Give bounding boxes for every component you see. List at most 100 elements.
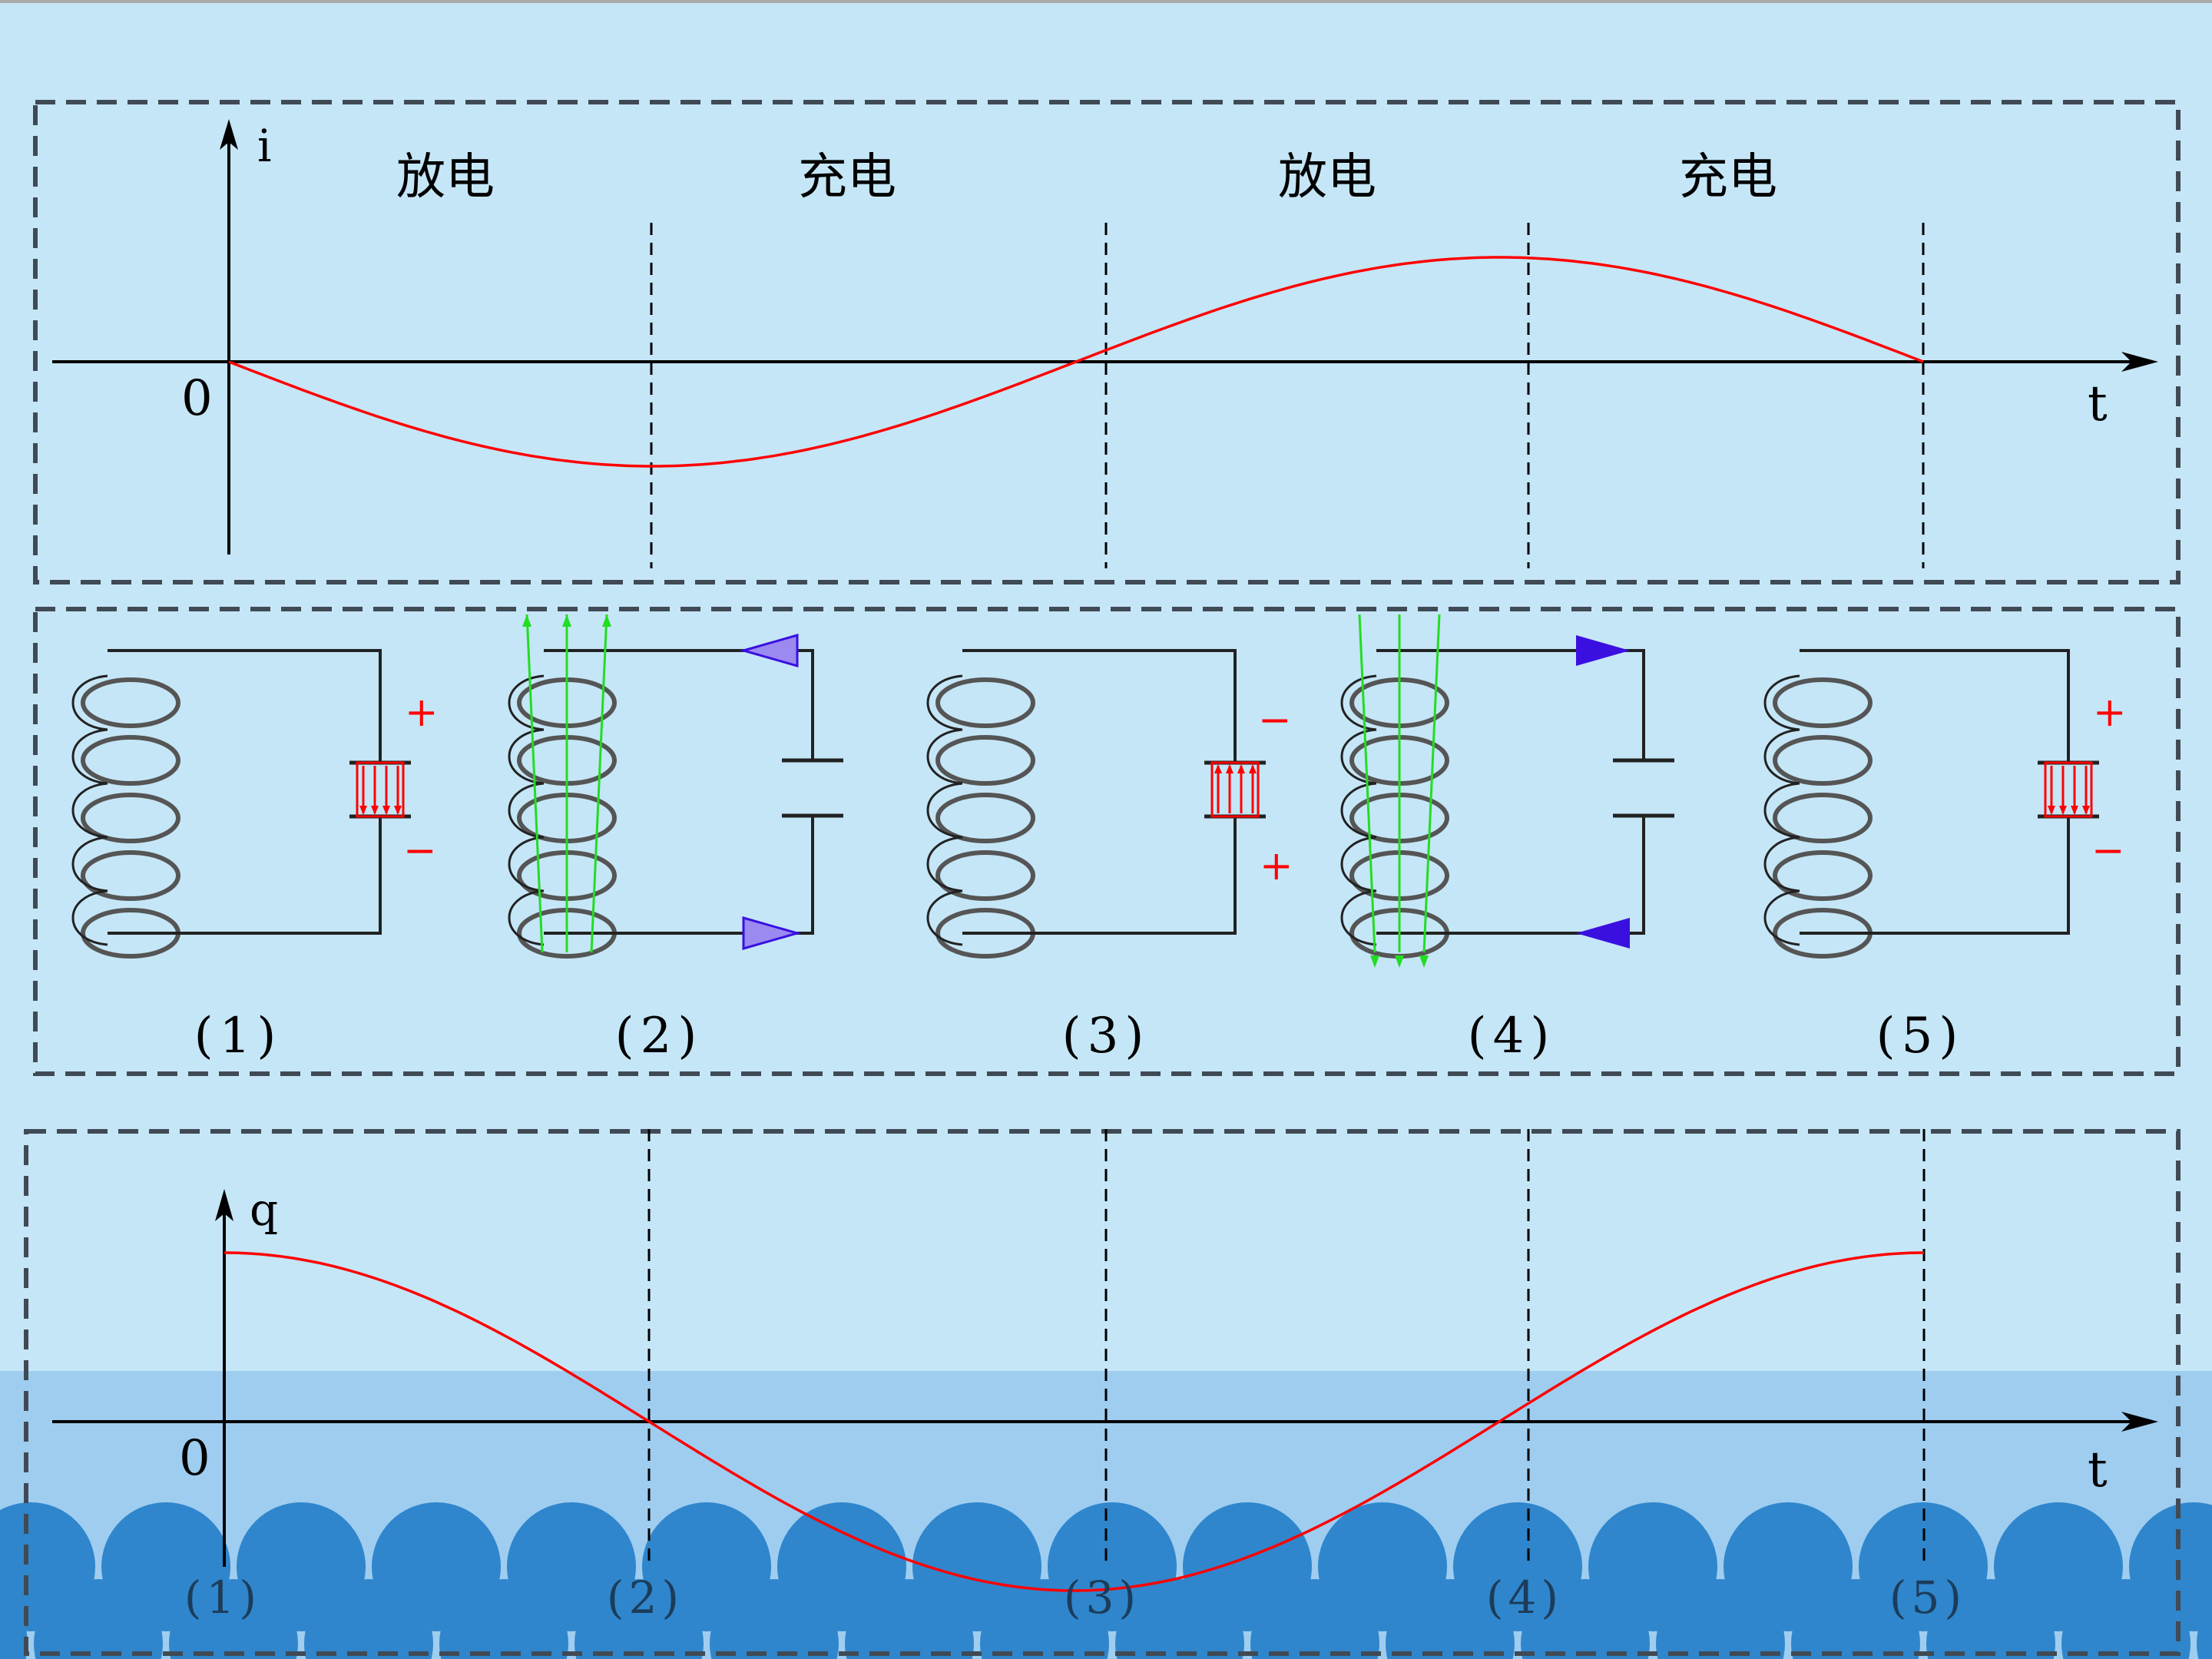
wire-bottom [962,816,1237,935]
lc-circuit-1: +− [71,649,439,959]
coil-turn [1773,735,1873,786]
coil-outline [508,674,545,946]
circuit-label-1: (1) [194,1008,283,1065]
wave-scallop [439,1579,568,1659]
instant-label-3: (3) [1064,1571,1141,1624]
charge-y-label: q [250,1184,278,1236]
wave-scallop [1386,1579,1515,1659]
electric-field-arrow [382,806,390,815]
minus-sign: − [403,828,437,874]
plus-sign: + [1260,843,1293,889]
lc-circuit-3: +− [926,649,1293,959]
current-y-arrowhead [220,119,238,150]
electric-field-arrow [371,806,379,815]
top-edge [0,0,2212,3]
plus-sign: + [405,690,439,736]
circuit-label-3: (3) [1062,1008,1151,1065]
magnetic-field-line [525,614,544,953]
current-panel-frame [33,100,2181,584]
wave-scallop [1656,1579,1785,1659]
charge-x-arrowhead [2121,1412,2158,1432]
electric-field-arrow [2059,806,2067,815]
decorative-waves [0,1502,2212,1659]
wire-bottom [1376,816,1645,935]
current-chart: i t 0 放电 充电 放电 充电 [52,119,2158,568]
phase-label-discharge-1: 放电 [396,149,495,206]
wire-bottom [544,816,814,935]
instant-label-1: (1) [184,1571,261,1624]
wave-scallop [575,1579,704,1659]
coil-outline [71,674,108,946]
coil-turn [81,850,180,901]
wire-top [544,649,814,760]
magnetic-field-line [590,614,608,953]
charge-chart: q t 0 (1) (2) (3) (4) (5) [52,1129,2158,1624]
coil-outline [1340,674,1377,946]
current-arrow-bottom [742,916,802,950]
lc-circuit-4 [1340,614,1674,968]
electric-field-box [356,761,405,818]
wave-scallop [304,1579,433,1659]
electric-field-arrow [359,806,367,815]
instant-label-5: (5) [1889,1571,1966,1624]
coil-turn [935,677,1035,728]
wave-scallop [0,1591,28,1659]
wire-top [108,649,382,763]
lc-circuits: +−+−+− [71,614,2127,968]
magnetic-field-arrow [602,614,611,627]
coil-turn [935,793,1035,843]
magnetic-field-arrow [562,614,571,627]
electric-field-arrow [2082,806,2090,815]
wave-scallop [1115,1579,1244,1659]
charge-panel-frame [24,1129,2181,1656]
circuits-panel-frame [33,607,2181,1076]
wire-bottom [1800,816,2070,935]
electric-field-box [1210,761,1260,818]
electric-field-arrow [394,806,402,815]
wave-scallop [1926,1579,2055,1659]
magnetic-field-arrow [1395,955,1404,968]
instant-label-2: (2) [607,1571,684,1624]
coil-turn [1773,677,1873,728]
current-curve [228,256,1924,468]
wave-scallop [980,1579,1109,1659]
instant-label-4: (4) [1486,1571,1563,1624]
coil-turn [1773,850,1873,901]
wave-scallop [2197,1601,2212,1659]
coil-turn [935,735,1035,786]
magnetic-field-arrow [522,614,531,627]
coil-turn [81,735,180,786]
current-arrow-bottom [1576,918,1630,949]
circuit-label-5: (5) [1876,1008,1965,1065]
charge-x-label: t [2088,1442,2108,1498]
charge-origin-label: 0 [179,1430,210,1487]
wave-scallop [710,1579,839,1659]
magnetic-field-line [1358,614,1376,953]
magnetic-field-line [1422,614,1441,953]
wave-scallop [845,1579,974,1659]
lc-circuit-5: +− [1763,649,2127,959]
coil-outline [926,674,963,946]
lc-circuit-2 [508,614,843,959]
electric-field-arrow [2048,806,2055,815]
electric-field-arrow [1226,764,1233,773]
charge-y-arrowhead [215,1189,233,1221]
current-arrow-top [1576,635,1630,666]
charge-curve [224,1251,1925,1592]
electric-field-box [2044,761,2093,818]
wave-scallop [169,1579,298,1659]
wave-scallop [1791,1579,1920,1659]
wave-scallop [1521,1579,1650,1659]
minus-sign: − [1258,697,1292,743]
wire-top [1376,649,1645,760]
wire-bottom [108,816,382,935]
phase-label-charge-2: 充电 [1679,149,1777,206]
coil-turn [81,677,180,728]
phase-label-discharge-2: 放电 [1278,149,1376,206]
current-x-label: t [2088,376,2108,432]
electric-field-arrow [1214,764,1222,773]
wave-scallop [34,1579,163,1659]
coil-outline [1763,674,1800,946]
current-y-label: i [257,120,272,172]
